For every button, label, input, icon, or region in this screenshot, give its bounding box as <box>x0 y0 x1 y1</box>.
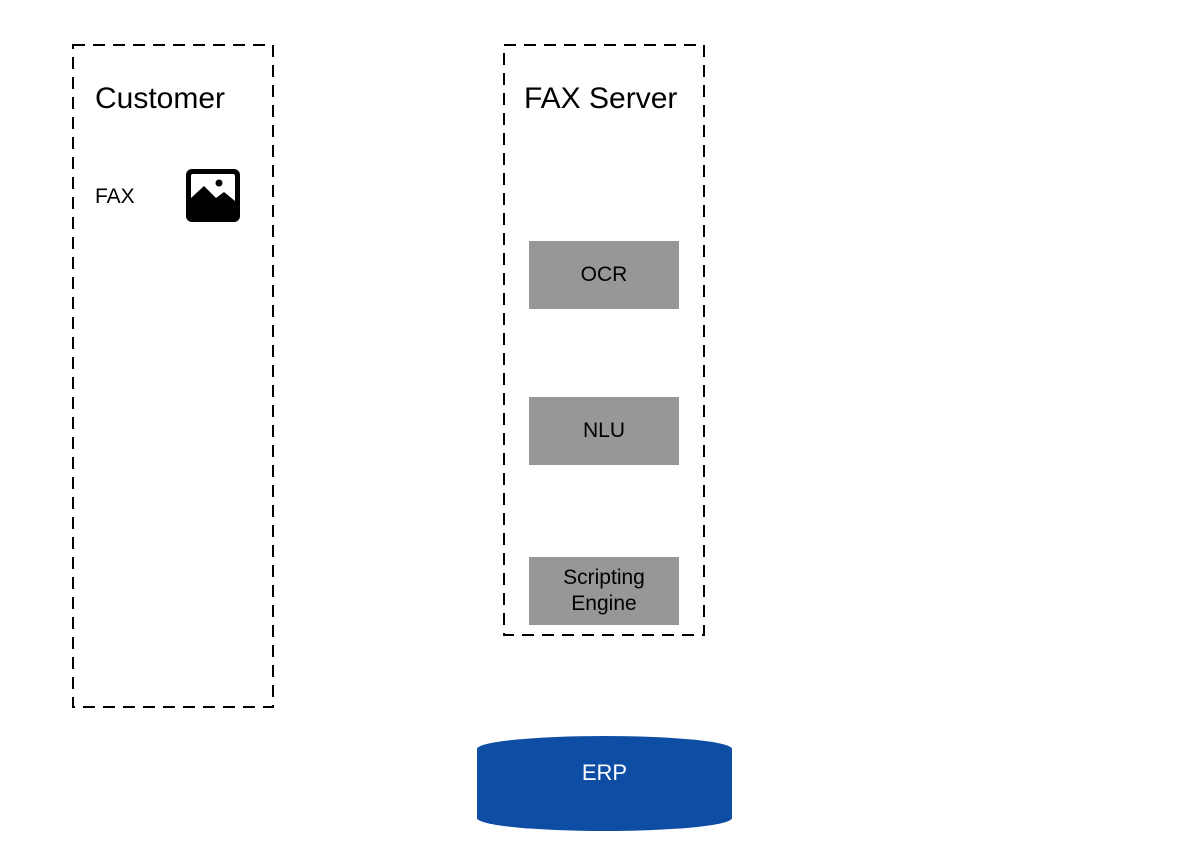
nlu-label: NLU <box>582 419 625 442</box>
fax-server-lane-title: FAX Server <box>524 82 678 115</box>
ocr-component: OCR <box>529 241 679 309</box>
image-icon <box>186 169 240 222</box>
fax-server-lane-boundary <box>503 44 705 636</box>
ocr-label: OCR <box>580 263 628 286</box>
fax-label: FAX <box>95 185 135 208</box>
customer-lane-title: Customer <box>95 82 226 115</box>
customer-lane-boundary <box>72 44 274 708</box>
nlu-component: NLU <box>529 397 679 465</box>
erp-database <box>477 736 732 832</box>
scripting-engine-label-line-1: Scripting <box>563 566 645 589</box>
erp-label: ERP <box>581 760 628 785</box>
scripting-engine-label-line-2: Engine <box>571 592 637 615</box>
scripting-engine-component: Scripting Engine <box>529 557 679 625</box>
